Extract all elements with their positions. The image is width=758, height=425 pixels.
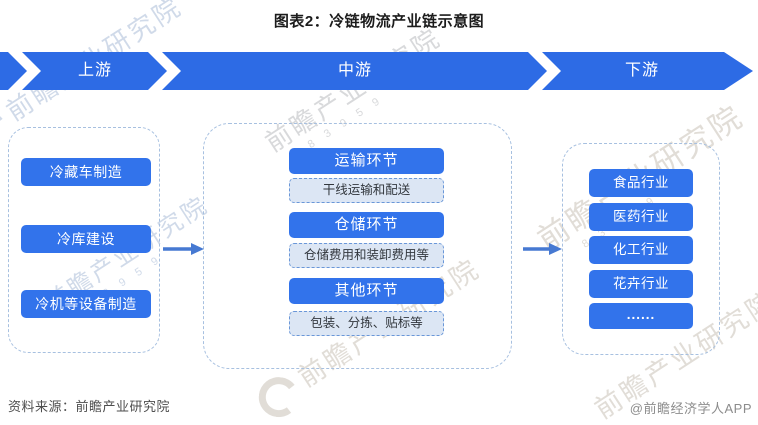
source-note: 资料来源：前瞻产业研究院 [8, 399, 171, 414]
upstream-group: 冷藏车制造 冷库建设 冷机等设备制造 [8, 127, 160, 353]
qianzhan-logo-watermark-icon [256, 374, 302, 420]
stage-label-upstream: 上游 [77, 62, 113, 79]
credit-note: @前瞻经济学人APP [629, 401, 752, 416]
midstream-group: 运输环节 干线运输和配送 仓储环节 仓储费用和装卸费用等 其他环节 包装、分拣、… [203, 123, 512, 369]
downstream-item: 食品行业 [589, 169, 693, 197]
banner-chevron-icon [148, 52, 181, 90]
downstream-item: 化工行业 [589, 236, 693, 264]
banner-band [0, 52, 753, 90]
midstream-detail: 仓储费用和装卸费用等 [289, 243, 444, 268]
stage-banner: 上游 中游 下游 [0, 52, 758, 90]
upstream-item: 冷库建设 [21, 225, 151, 253]
downstream-item: ...... [589, 303, 693, 329]
banner-shape [0, 52, 753, 90]
stage-label-midstream: 中游 [337, 62, 373, 79]
upstream-item: 冷藏车制造 [21, 158, 151, 186]
chart-title: 图表2：冷链物流产业链示意图 [273, 13, 485, 30]
midstream-header: 仓储环节 [289, 212, 444, 238]
stage-label-downstream: 下游 [624, 62, 660, 79]
upstream-item: 冷机等设备制造 [21, 290, 151, 318]
midstream-detail: 包装、分拣、贴标等 [289, 311, 444, 336]
banner-chevron-icon [8, 52, 41, 90]
banner-chevron-icon [528, 52, 561, 90]
midstream-detail: 干线运输和配送 [289, 178, 444, 203]
midstream-header: 运输环节 [289, 148, 444, 174]
arrow-midstream-to-downstream-icon [523, 243, 562, 255]
arrow-upstream-to-midstream-icon [163, 243, 204, 255]
downstream-group: 食品行业 医药行业 化工行业 花卉行业 ...... [562, 143, 720, 355]
midstream-header: 其他环节 [289, 278, 444, 304]
downstream-item: 医药行业 [589, 203, 693, 231]
downstream-item: 花卉行业 [589, 270, 693, 298]
